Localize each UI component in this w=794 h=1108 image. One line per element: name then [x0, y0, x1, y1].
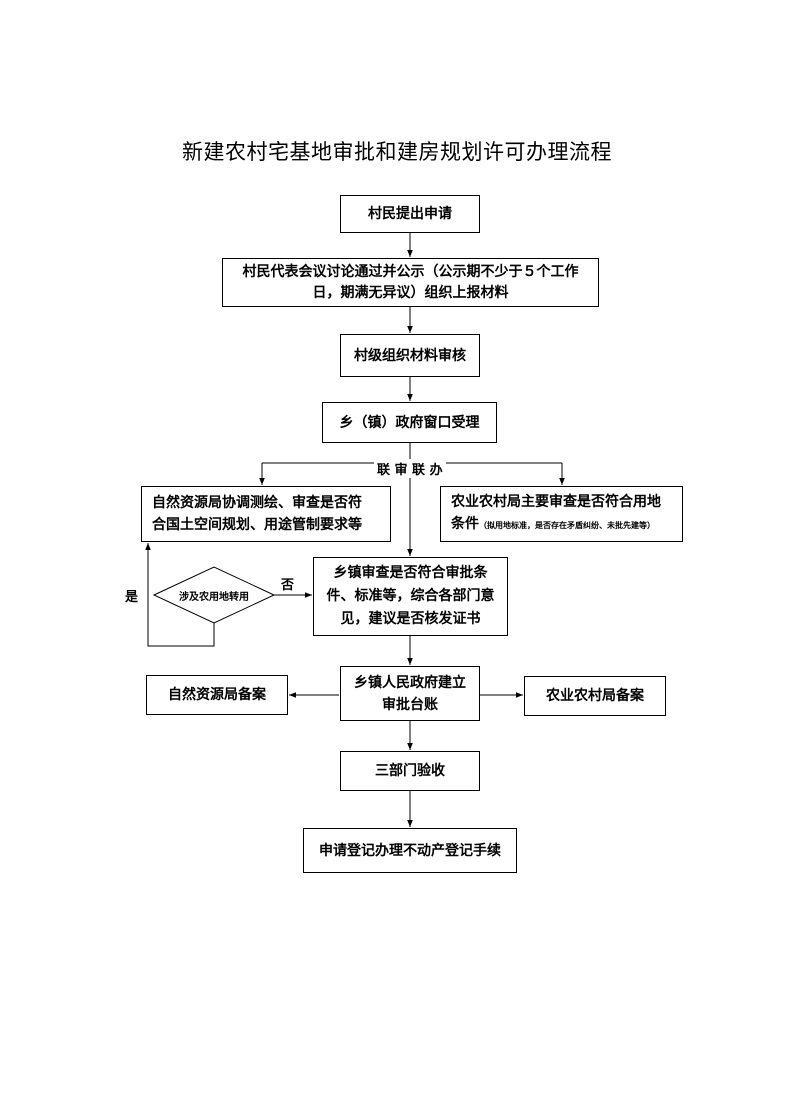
- agri-line2: 条件（拟用地标准，是否存在矛盾纠纷、未批先建等）: [451, 513, 655, 537]
- step-register: 申请登记办理不动产登记手续: [303, 828, 517, 873]
- town-line1: 乡镇审查是否符合审批条: [333, 565, 488, 581]
- step-ledger: 乡镇人民政府建立 审批台账: [340, 666, 480, 721]
- step-nr-record: 自然资源局备案: [146, 675, 288, 715]
- step-meeting-line2: 日，期满无异议）组织上报材料: [312, 284, 509, 301]
- step-meeting: 村民代表会议讨论通过并公示（公示期不少于５个工作 日，期满无异议）组织上报材料: [222, 258, 599, 307]
- step-agriculture: 农业农村局主要审查是否符合用地 条件（拟用地标准，是否存在矛盾纠纷、未批先建等）: [440, 486, 683, 542]
- step-acceptance: 三部门验收: [340, 751, 480, 791]
- step-agri-record: 农业农村局备案: [524, 676, 666, 716]
- ledger-line1: 乡镇人民政府建立: [354, 674, 466, 691]
- town-line3: 见，建议是否核发证书: [340, 611, 481, 627]
- nr-record-label: 自然资源局备案: [168, 687, 266, 703]
- acceptance-label: 三部门验收: [375, 763, 445, 779]
- step-natural-resources: 自然资源局协调测绘、审查是否符 合国土空间规划、用途管制要求等: [141, 486, 391, 542]
- step-apply: 村民提出申请: [340, 195, 480, 233]
- ledger-line2: 审批台账: [382, 696, 438, 713]
- step-window-label: 乡（镇）政府窗口受理: [339, 414, 480, 431]
- step-window: 乡（镇）政府窗口受理: [322, 402, 497, 443]
- town-line2: 件、标准等，综合各部门意: [326, 588, 495, 604]
- joint-review-label: 联 审 联 办: [374, 459, 446, 478]
- nr-line1: 自然资源局协调测绘、审查是否符: [152, 495, 362, 511]
- no-label: 否: [281, 578, 295, 593]
- step-village-review: 村级组织材料审核: [340, 334, 480, 377]
- agri-line2-note: （拟用地标准，是否存在矛盾纠纷、未批先建等）: [479, 521, 655, 530]
- decision-label: 涉及农用地转用: [179, 592, 249, 603]
- register-label: 申请登记办理不动产登记手续: [319, 842, 501, 859]
- nr-line2: 合国土空间规划、用途管制要求等: [152, 517, 362, 533]
- agri-line2-main: 条件: [451, 516, 479, 532]
- yes-branch-line: [145, 543, 215, 647]
- yes-label: 是: [125, 590, 139, 605]
- page-title: 新建农村宅基地审批和建房规划许可办理流程: [182, 140, 612, 164]
- step-town-review: 乡镇审查是否符合审批条 件、标准等，综合各部门意 见，建议是否核发证书: [313, 557, 508, 636]
- agri-line1: 农业农村局主要审查是否符合用地: [451, 494, 661, 510]
- step-village-review-label: 村级组织材料审核: [354, 347, 466, 364]
- step-meeting-line1: 村民代表会议讨论通过并公示（公示期不少于５个工作: [242, 263, 579, 280]
- step-apply-label: 村民提出申请: [368, 206, 452, 222]
- agri-record-label: 农业农村局备案: [546, 688, 644, 704]
